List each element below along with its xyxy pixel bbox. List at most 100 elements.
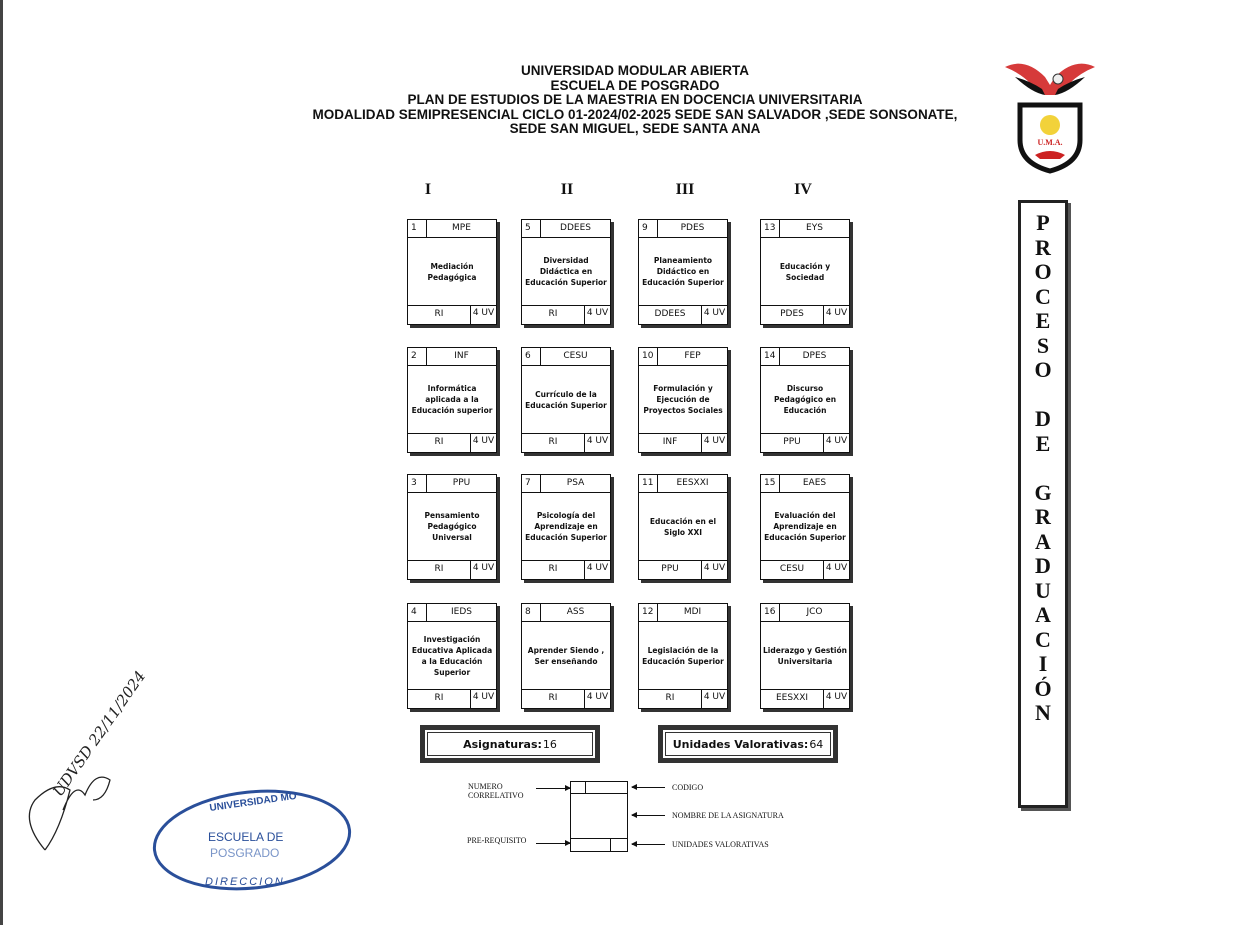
course-header: 9 PDES [639, 220, 727, 238]
banner-letter: C [1035, 626, 1051, 652]
course-code: PPU [452, 478, 471, 488]
banner-letter: G [1034, 479, 1052, 505]
banner-letter: O [1034, 259, 1052, 284]
course-name: Diversidad Didáctica en Educación Superi… [525, 256, 607, 287]
course-number: 9 [639, 220, 658, 237]
course-uv: 4 UV [470, 306, 496, 324]
course-name: Pensamiento Pedagógico Universal [424, 511, 480, 542]
legend-nombre: NOMBRE DE LA ASIGNATURA [672, 811, 784, 820]
banner-letter: E [1035, 308, 1051, 333]
course-uv: 4 UV [823, 306, 849, 324]
banner-letter: D [1035, 553, 1051, 578]
banner-letter: U [1035, 577, 1051, 603]
banner-letter: A [1035, 602, 1051, 627]
course-name: Mediación Pedagógica [427, 261, 477, 282]
course-code: CESU [563, 351, 588, 361]
course-uv: 4 UV [470, 690, 496, 708]
arrow-left-icon [631, 784, 665, 790]
course-code: ASS [566, 607, 585, 617]
course-code: MPE [452, 223, 471, 233]
course-prerequisite: RI [434, 693, 444, 703]
document-header: UNIVERSIDAD MODULAR ABIERTA ESCUELA DE P… [260, 63, 1010, 137]
course-code: EYS [806, 223, 823, 233]
course-header: 12 MDI [639, 604, 727, 622]
svg-text:ESCUELA DE: ESCUELA DE [208, 830, 283, 844]
school-stamp: UNIVERSIDAD MO ESCUELA DE POSGRADO DIREC… [152, 789, 352, 891]
course-uv: 4 UV [584, 690, 610, 708]
svg-text:DIRECCION: DIRECCION [205, 876, 285, 888]
banner-letter: E [1035, 430, 1051, 456]
course-code: FEP [684, 351, 701, 361]
course-card: 3 PPU Pensamiento Pedagógico Universal RI… [407, 474, 497, 580]
course-number: 14 [761, 348, 780, 365]
course-number: 13 [761, 220, 780, 237]
course-uv: 4 UV [701, 434, 727, 452]
course-uv: 4 UV [584, 434, 610, 452]
course-number: 16 [761, 604, 780, 621]
course-code: PDES [680, 223, 705, 233]
course-number: 8 [522, 604, 541, 621]
banner-letter: O [1034, 357, 1052, 382]
course-uv: 4 UV [470, 434, 496, 452]
course-code: IEDS [451, 607, 472, 617]
banner-letter: P [1036, 210, 1050, 235]
subjects-label: Asignaturas: [463, 737, 542, 751]
plan-title: PLAN DE ESTUDIOS DE LA MAESTRIA EN DOCEN… [407, 92, 863, 107]
course-name: Discurso Pedagógico en Educación [773, 384, 837, 415]
banner-letter: A [1035, 528, 1051, 554]
course-code: EESXXI [676, 478, 709, 488]
course-code: DPES [802, 351, 827, 361]
course-name: Educación en el Siglo XXI [649, 516, 717, 537]
semester-header: III [675, 181, 695, 198]
course-name: Evaluación del Aprendizaje en Educación … [764, 511, 846, 542]
legend-numero-correlativo: NUMERO CORRELATIVO [468, 782, 524, 800]
course-uv: 4 UV [584, 561, 610, 579]
course-uv: 4 UV [823, 690, 849, 708]
school-title: ESCUELA DE POSGRADO [550, 77, 720, 93]
course-header: 8 ASS [522, 604, 610, 622]
course-number: 1 [408, 220, 427, 237]
course-prerequisite: CESU [779, 564, 805, 574]
course-header: 13 EYS [761, 220, 849, 238]
course-header: 14 DPES [761, 348, 849, 366]
course-number: 5 [522, 220, 541, 237]
course-number: 3 [408, 475, 427, 492]
course-name: Informática aplicada a la Educación supe… [411, 384, 493, 415]
course-prerequisite: RI [665, 693, 675, 703]
legend-uv: UNIDADES VALORATIVAS [672, 840, 769, 849]
banner-letter: S [1036, 332, 1050, 358]
banner-letter: R [1035, 504, 1051, 529]
course-prerequisite: INF [662, 437, 678, 447]
course-header: 1 MPE [408, 220, 496, 238]
course-number: 12 [639, 604, 658, 621]
course-code: MDI [683, 607, 702, 617]
semester-header: II [560, 181, 574, 198]
course-prerequisite: RI [548, 309, 558, 319]
course-prerequisite: PDES [780, 309, 804, 319]
course-prerequisite: RI [434, 564, 444, 574]
course-uv: 4 UV [701, 306, 727, 324]
